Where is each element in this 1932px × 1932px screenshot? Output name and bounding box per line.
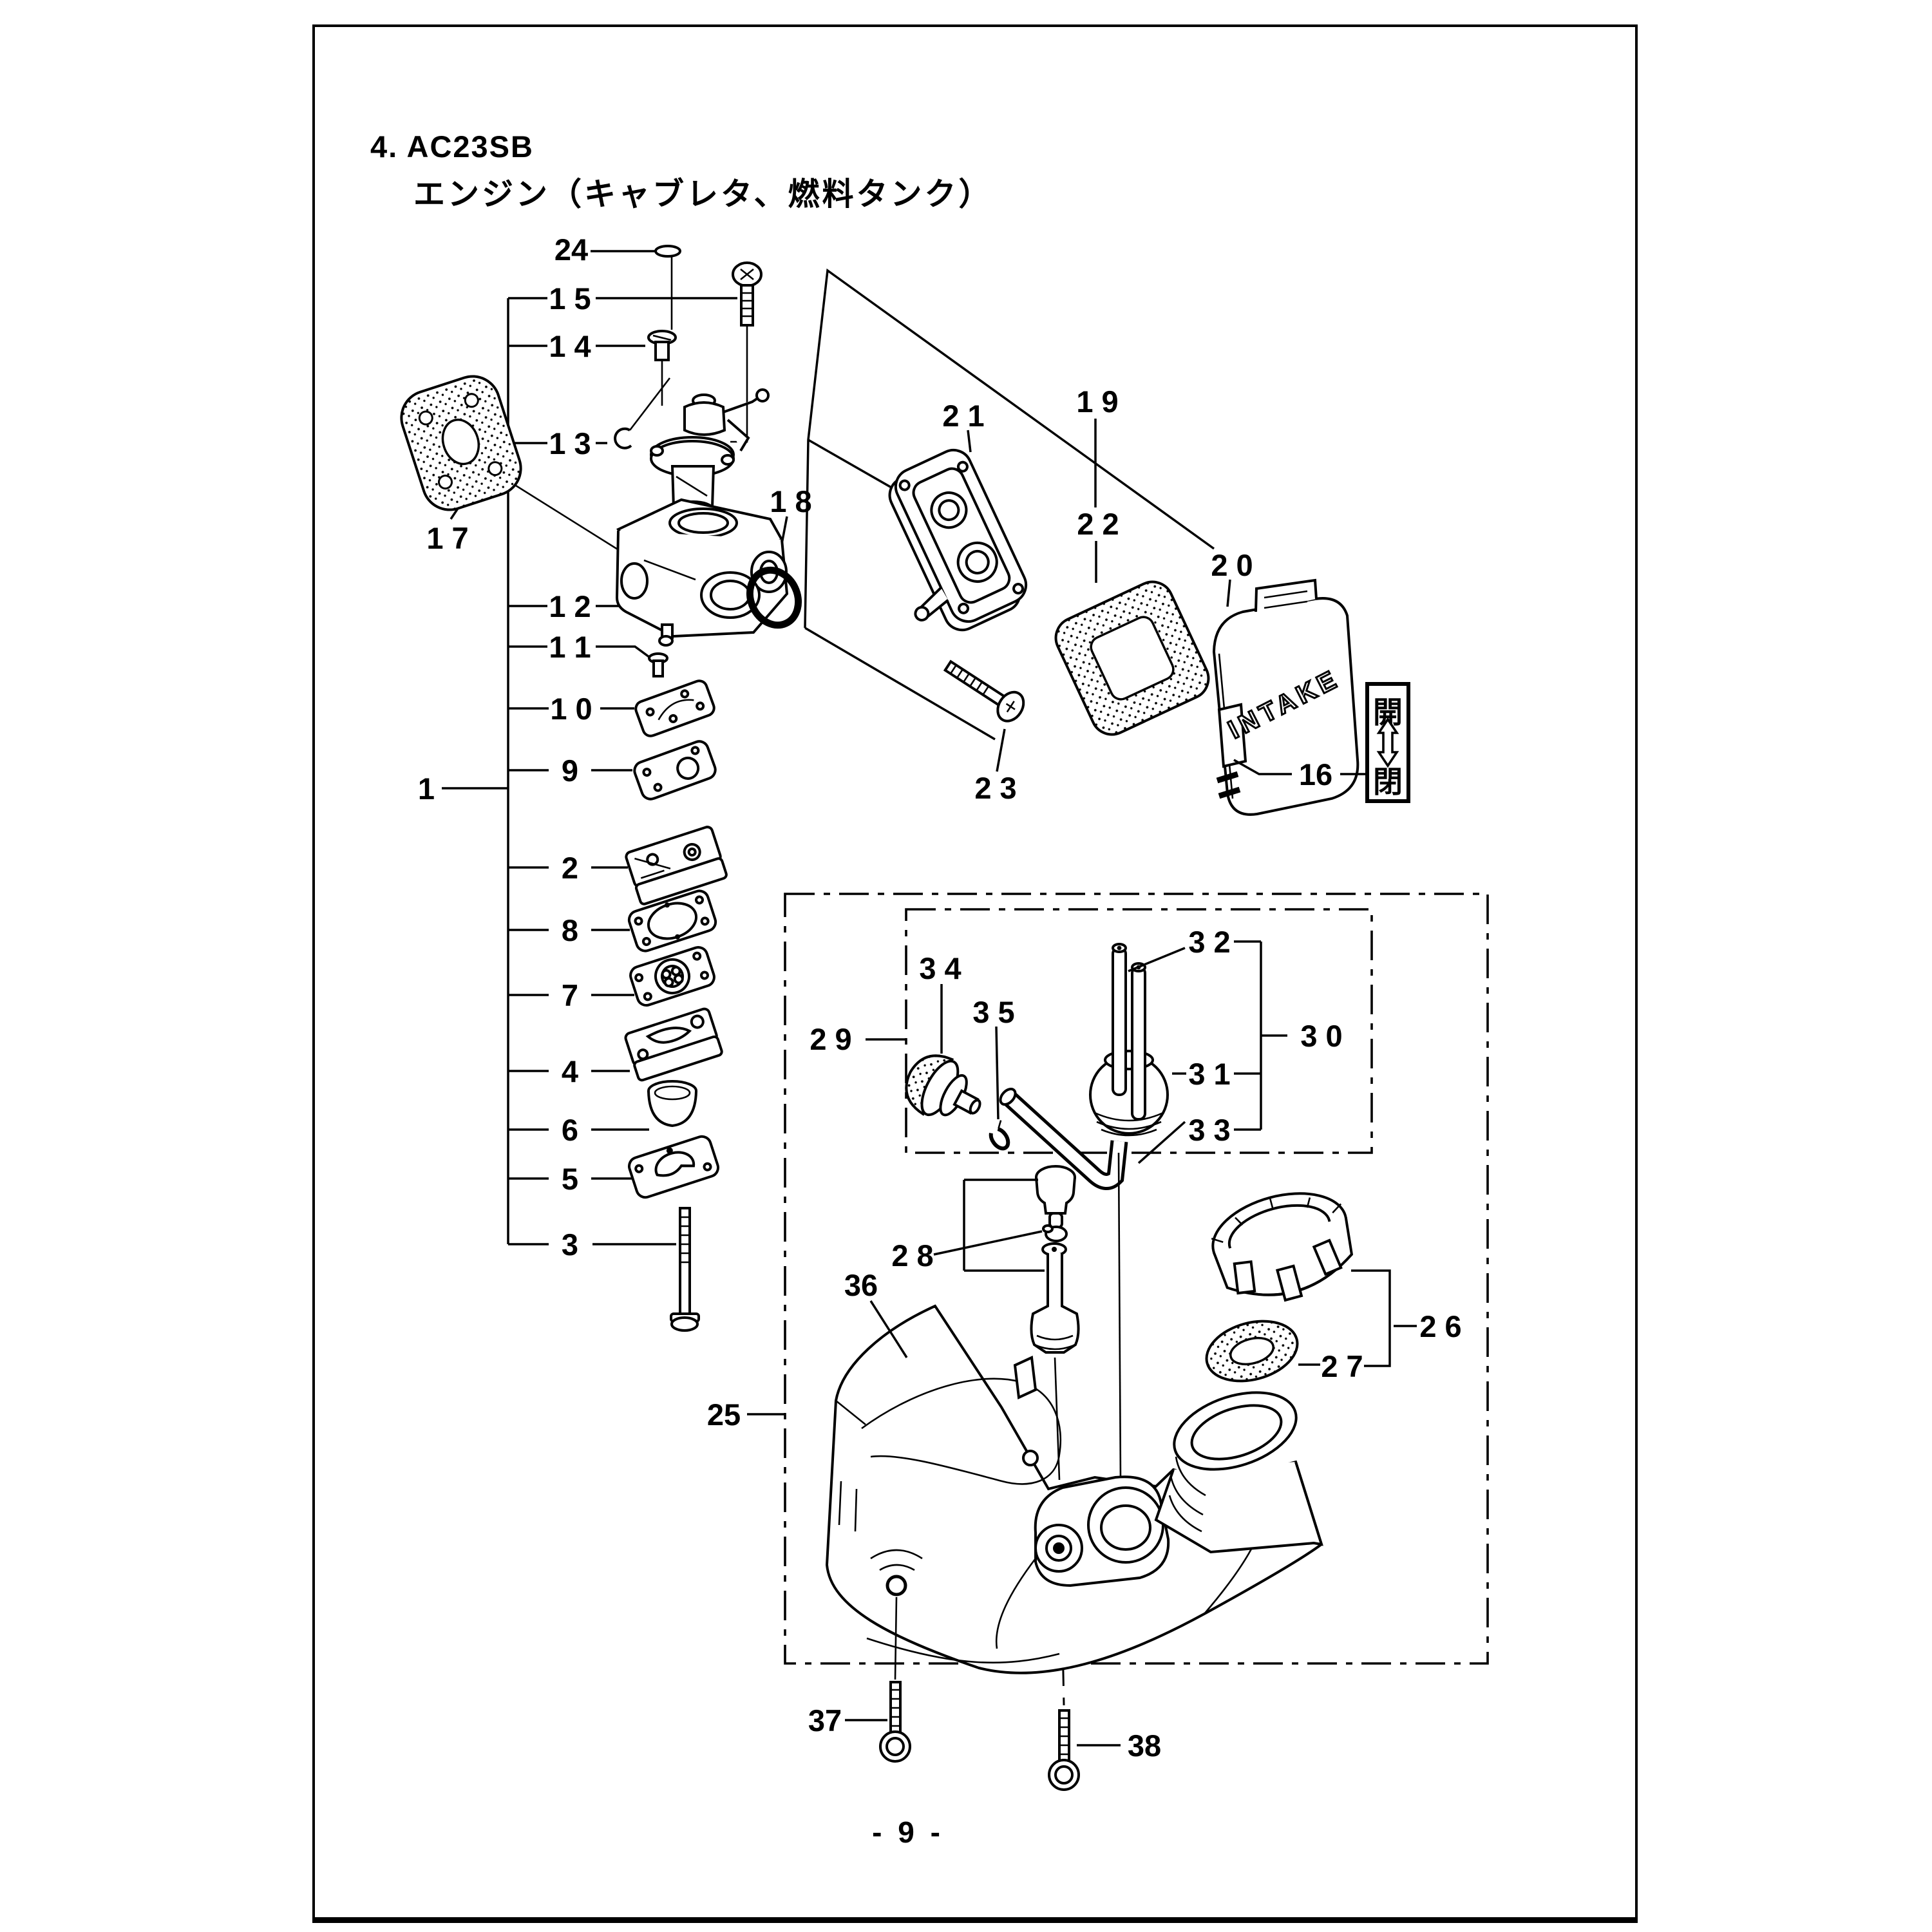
pump-diaphragm-10 — [634, 679, 715, 737]
callout-4: 4 — [562, 1054, 578, 1088]
callout-6: 6 — [562, 1113, 578, 1147]
callout-8: 8 — [562, 913, 578, 947]
fuel-tank-group-box — [784, 893, 1489, 1665]
cap-gasket-bracket — [1298, 1269, 1417, 1367]
callout-21: 2 1 — [942, 399, 984, 433]
screw-15 — [732, 261, 762, 327]
callout-36: 36 — [844, 1268, 878, 1302]
callout-30: 3 0 — [1300, 1019, 1342, 1053]
callout-5: 5 — [562, 1162, 578, 1196]
open-close-arrow-icon — [1376, 717, 1399, 768]
callout-13: 1 3 — [549, 426, 591, 460]
callout-24: 24 — [554, 232, 588, 267]
page-title: 4. AC23SB — [370, 129, 534, 164]
filter-element-22 — [1054, 580, 1210, 736]
callout-bracket-carburetor — [442, 250, 788, 1245]
air-cleaner-leaders — [967, 419, 1367, 775]
o-ring-18 — [746, 566, 802, 629]
pickup-grommet-31 — [1089, 1050, 1169, 1137]
callout-9: 9 — [562, 753, 578, 788]
pump-body-2 — [625, 826, 728, 905]
callout-29: 2 9 — [810, 1022, 851, 1056]
tank-cap-26 — [1211, 1192, 1354, 1302]
callout-10: 1 0 — [550, 692, 592, 726]
fuel-filter-34 — [905, 1054, 981, 1117]
callout-15: 1 5 — [549, 281, 591, 316]
callout-20: 2 0 — [1211, 548, 1253, 582]
metering-diaphragm-7 — [629, 945, 715, 1007]
screw-37 — [879, 1681, 911, 1763]
fuel-pickup-group-box — [905, 908, 1373, 1154]
callout-23: 2 3 — [974, 771, 1016, 805]
callout-33: 3 3 — [1188, 1113, 1230, 1147]
callout-26: 2 6 — [1419, 1309, 1461, 1343]
circlip-13 — [614, 427, 632, 450]
callout-1: 1 — [418, 772, 435, 806]
primer-cup-6 — [647, 1080, 697, 1128]
callout-34: 3 4 — [919, 951, 961, 985]
callout-32: 3 2 — [1188, 925, 1230, 959]
choke-legend: 開 閉 — [1365, 682, 1410, 803]
callout-28: 2 8 — [891, 1238, 933, 1273]
vent-valve-28 — [933, 1165, 1080, 1354]
metering-body-4 — [624, 1007, 723, 1082]
metering-gasket-8 — [627, 889, 717, 952]
callout-18: 1 8 — [770, 484, 811, 518]
washer-12 — [658, 635, 674, 647]
pump-gasket-9 — [633, 740, 717, 800]
clip-35 — [989, 1120, 1010, 1151]
air-cleaner-plate-21 — [888, 449, 1028, 632]
callout-16: 16 — [1299, 757, 1332, 791]
primer-pump-assembly — [650, 388, 770, 517]
page-number: - 9 - — [872, 1815, 944, 1849]
fuel-pickup-leaders — [866, 940, 1287, 1164]
page-frame — [312, 24, 1638, 1923]
callout-3: 3 — [562, 1227, 578, 1262]
callout-11: 1 1 — [549, 630, 591, 664]
callout-19: 1 9 — [1076, 384, 1118, 419]
valve-screw-14 — [647, 330, 677, 361]
callout-14: 1 4 — [549, 329, 591, 363]
callout-38: 38 — [1128, 1728, 1161, 1763]
page-subtitle: エンジン（キャブレタ、燃料タンク） — [413, 177, 993, 212]
callout-35: 3 5 — [972, 995, 1014, 1029]
air-cleaner-cover-20: INTAKE — [1212, 578, 1359, 816]
callout-12: 1 2 — [549, 589, 591, 623]
callout-2: 2 — [562, 851, 578, 885]
cap-gasket-27 — [1205, 1320, 1299, 1383]
legend-close-label: 閉 — [1373, 765, 1403, 799]
screw37-axis-line — [894, 1596, 898, 1680]
callout-22: 2 2 — [1077, 507, 1119, 541]
screw-23 — [943, 659, 1025, 723]
suction-pipes-32 — [1112, 943, 1146, 1121]
gasket-24 — [654, 245, 681, 258]
fuel-tank-body — [825, 1304, 1323, 1674]
callout-31: 3 1 — [1188, 1057, 1230, 1091]
air-cleaner-gasket-17 — [400, 375, 522, 511]
callout-17: 1 7 — [426, 521, 468, 555]
callout-27: 2 7 — [1321, 1349, 1363, 1383]
bottom-plate-5 — [627, 1135, 720, 1199]
screw-38 — [1048, 1709, 1080, 1791]
callout-25: 25 — [707, 1397, 741, 1432]
outlet-pipe-33 — [999, 1087, 1128, 1190]
pickup-axis-line — [1117, 1152, 1122, 1482]
tank-leaders — [747, 1300, 1121, 1747]
callout-37: 37 — [808, 1703, 842, 1738]
callout-7: 7 — [562, 978, 578, 1012]
screw-3 — [670, 1207, 700, 1332]
screw-11 — [648, 652, 668, 677]
